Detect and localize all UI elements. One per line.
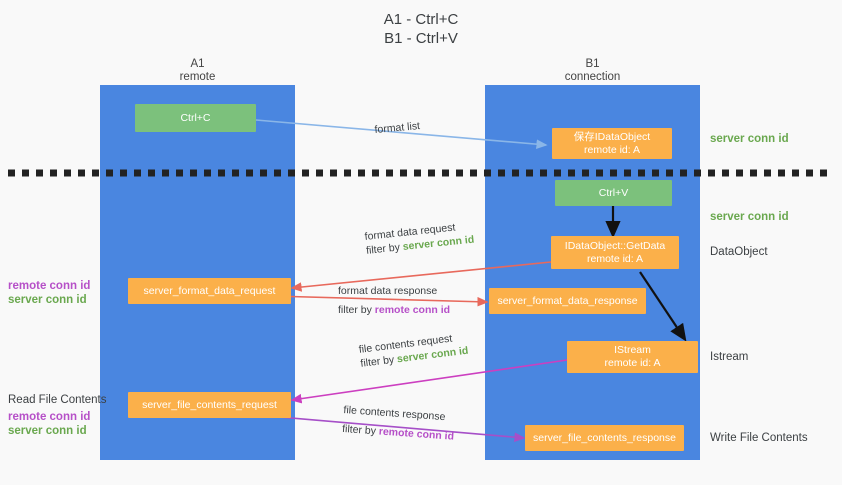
title-line-2: B1 - Ctrl+V bbox=[384, 30, 458, 47]
column-header-right: B1 connection bbox=[485, 58, 700, 84]
node-server-file-contents-request[interactable]: server_file_contents_request bbox=[128, 392, 291, 418]
filter-prefix: filter by bbox=[359, 353, 398, 370]
edge-label-file-contents-response-text: file contents response bbox=[343, 403, 446, 424]
edge-label-file-contents-request: file contents request filter by server c… bbox=[358, 330, 469, 371]
node-save-idataobject-line1: 保存IDataObject bbox=[573, 130, 651, 143]
side-label-istream: Istream bbox=[710, 351, 749, 363]
column-right-role: connection bbox=[564, 71, 621, 83]
filter-prefix: filter by bbox=[338, 304, 375, 316]
side-label-write-file-contents: Write File Contents bbox=[710, 432, 808, 444]
node-save-idataobject-line2: remote id: A bbox=[583, 143, 641, 156]
node-ctrl-c[interactable]: Ctrl+C bbox=[135, 104, 256, 132]
side-label-left-remote-conn-1: remote conn id bbox=[8, 280, 91, 292]
node-server-format-data-request[interactable]: server_format_data_request bbox=[128, 278, 291, 304]
side-label-left-server-conn-1: server conn id bbox=[8, 294, 87, 306]
column-right-name: B1 bbox=[585, 58, 600, 70]
node-server-file-contents-response[interactable]: server_file_contents_response bbox=[525, 425, 684, 451]
node-ctrl-c-label: Ctrl+C bbox=[180, 111, 211, 124]
node-istream-line1: IStream bbox=[614, 344, 651, 356]
edge-label-file-contents-response-filter: filter by remote conn id bbox=[342, 422, 455, 444]
filter-prefix: filter by bbox=[341, 422, 380, 438]
edge-label-format-list: format list bbox=[374, 119, 421, 137]
edge-label-format-data-response-filter: filter by remote conn id bbox=[338, 303, 450, 317]
edge-label-format-data-request: format data request filter by server con… bbox=[364, 219, 475, 258]
node-save-idataobject[interactable]: 保存IDataObject remote id: A bbox=[552, 128, 672, 159]
side-label-left-remote-conn-2: remote conn id bbox=[8, 411, 91, 423]
node-idataobject-getdata[interactable]: IDataObject::GetData remote id: A bbox=[551, 236, 679, 269]
node-server-format-data-request-label: server_format_data_request bbox=[143, 284, 276, 297]
column-left-name: A1 bbox=[190, 58, 205, 70]
edge-label-file-contents-response: file contents response filter by remote … bbox=[342, 403, 456, 444]
node-server-file-contents-response-label: server_file_contents_response bbox=[532, 431, 676, 444]
side-label-read-file-contents: Read File Contents bbox=[8, 394, 107, 406]
column-left-role: remote bbox=[179, 71, 216, 83]
node-ctrl-v[interactable]: Ctrl+V bbox=[555, 180, 672, 206]
edge-label-format-data-response: format data response filter by remote co… bbox=[338, 284, 450, 317]
node-server-format-data-response[interactable]: server_format_data_response bbox=[489, 288, 646, 314]
side-label-left-server-conn-2: server conn id bbox=[8, 425, 87, 437]
page-title: A1 - Ctrl+C B1 - Ctrl+V bbox=[0, 10, 842, 48]
node-server-format-data-response-label: server_format_data_response bbox=[497, 294, 638, 307]
node-server-file-contents-request-label: server_file_contents_request bbox=[142, 398, 277, 411]
edge-label-format-list-text: format list bbox=[374, 120, 421, 136]
side-label-dataobject: DataObject bbox=[710, 246, 768, 258]
edge-label-format-data-response-text: format data response bbox=[338, 285, 438, 297]
filter-tag-remote-conn-id: remote conn id bbox=[374, 304, 451, 316]
side-label-server-conn-id-top: server conn id bbox=[710, 133, 789, 145]
node-getdata-line2: remote id: A bbox=[586, 252, 644, 265]
node-istream-line2: remote id: A bbox=[604, 357, 661, 369]
node-getdata-line1: IDataObject::GetData bbox=[564, 239, 666, 252]
node-istream[interactable]: IStream remote id: A bbox=[567, 341, 698, 373]
filter-prefix: filter by bbox=[365, 241, 404, 257]
column-header-left: A1 remote bbox=[100, 58, 295, 84]
filter-tag-remote-conn-id: remote conn id bbox=[378, 425, 455, 443]
title-line-1: A1 - Ctrl+C bbox=[383, 11, 459, 28]
node-ctrl-v-label: Ctrl+V bbox=[598, 186, 629, 199]
side-label-server-conn-id-mid: server conn id bbox=[710, 211, 789, 223]
